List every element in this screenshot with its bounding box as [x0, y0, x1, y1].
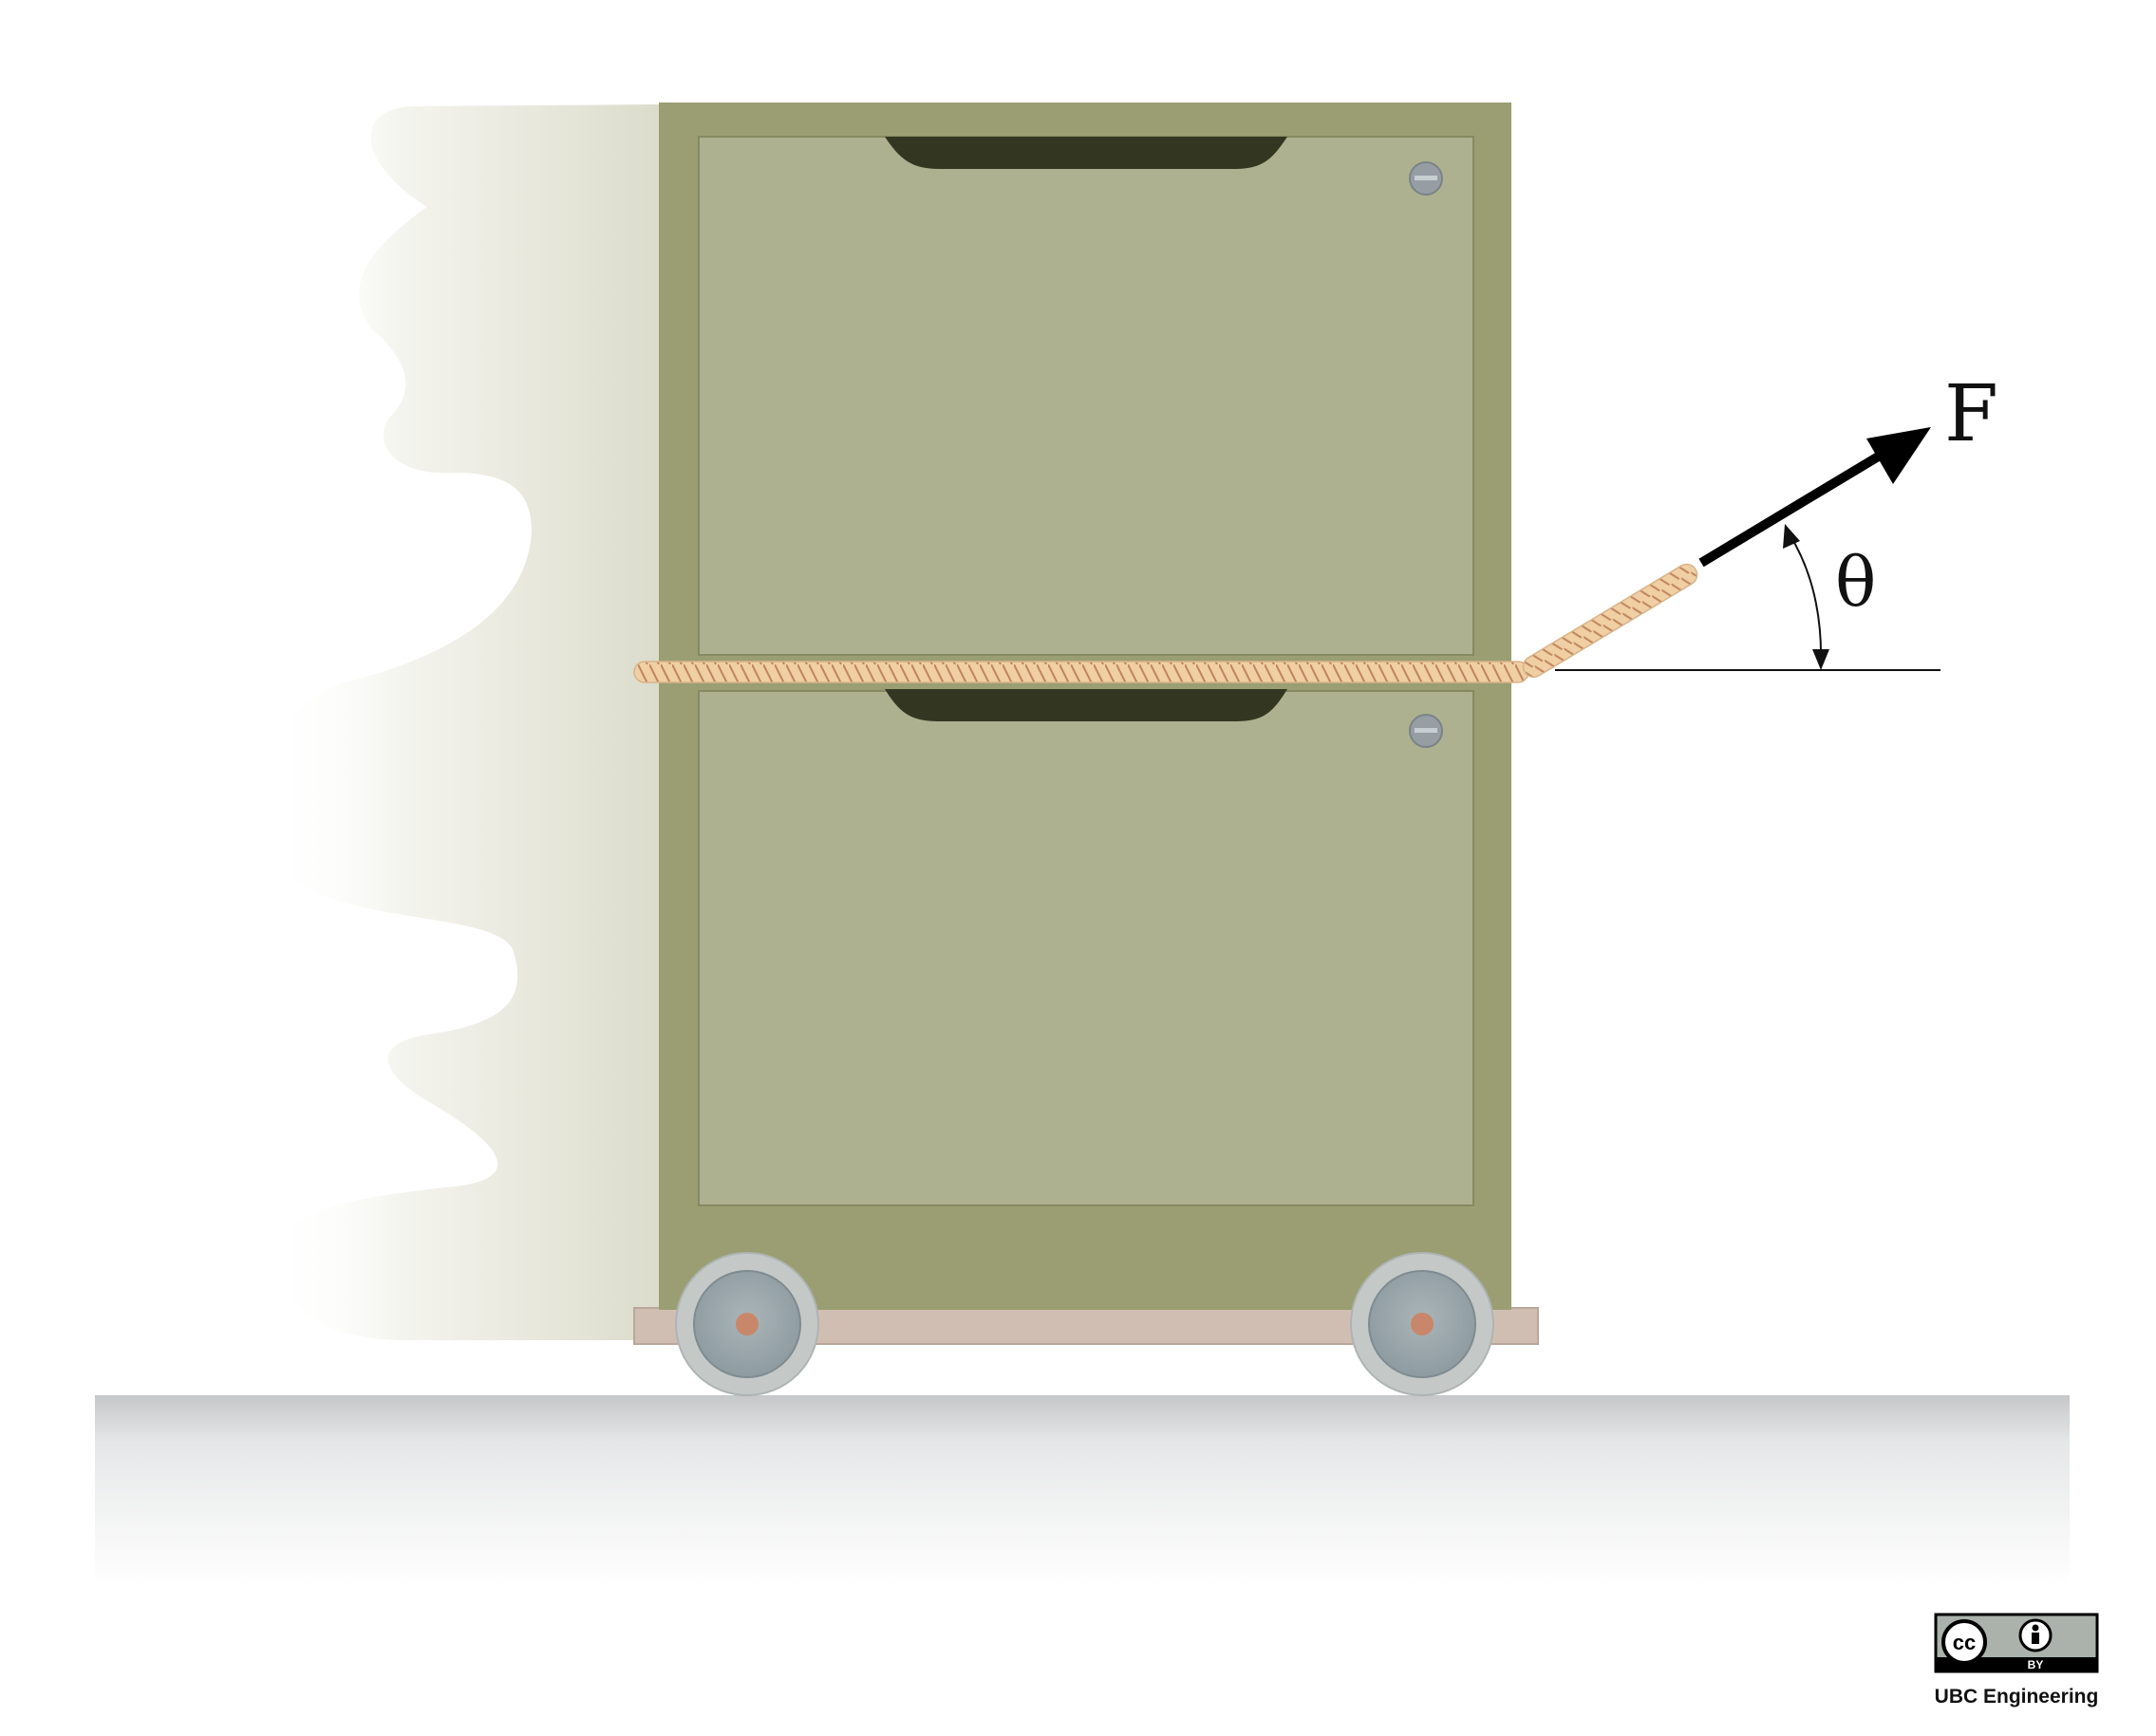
cc-text: cc — [1953, 1631, 1976, 1654]
wheel-icon — [1350, 1252, 1494, 1396]
upper-drawer[interactable] — [698, 136, 1474, 656]
credit-text: UBC Engineering — [1935, 1686, 2099, 1708]
floor — [95, 1395, 2070, 1585]
angle-arc — [1783, 524, 1829, 670]
rope — [633, 563, 1698, 683]
wheel-icon — [675, 1252, 819, 1396]
lower-drawer-handle[interactable] — [885, 689, 1287, 721]
force-arrow-icon — [1698, 427, 1931, 568]
upper-drawer-handle[interactable] — [885, 137, 1287, 169]
angle-label: θ — [1835, 542, 1876, 622]
by-text: BY — [2028, 1658, 2044, 1671]
lock-icon — [1409, 161, 1443, 196]
lock-icon — [1409, 714, 1443, 748]
force-label: F — [1944, 369, 1998, 459]
cc-by-license-icon: cc BY — [1934, 1613, 2099, 1673]
lower-drawer[interactable] — [698, 689, 1474, 1206]
motion-blur-trail — [265, 104, 659, 1340]
